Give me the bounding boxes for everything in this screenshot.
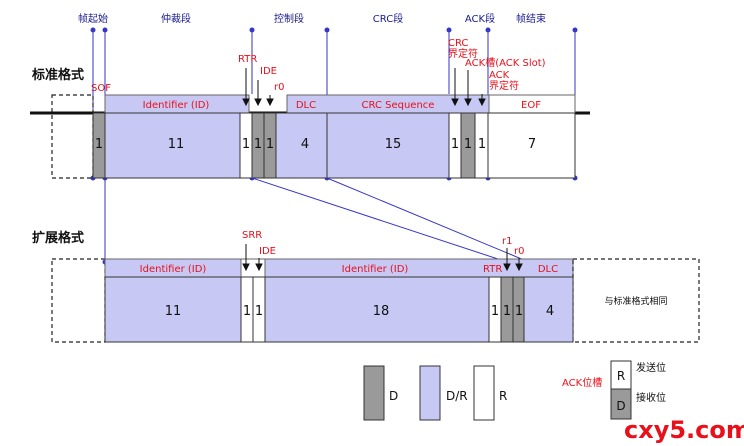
ext-rtr-count: 1 — [491, 304, 499, 319]
ext-ide-count: 1 — [255, 304, 263, 319]
std-idle-region — [51, 94, 94, 179]
legend-send-bit-label: 发送位 — [636, 361, 666, 374]
std-crc-delimiter-count: 1 — [451, 137, 459, 152]
std-ack-slot-label: ACK槽(ACK Slot) — [465, 56, 546, 69]
ext-r0-count: 1 — [515, 304, 523, 319]
standard-frame: SOF Identifier (ID) RTR IDE r0 DLC CRC S… — [30, 38, 590, 179]
std-identifier-label: Identifier (ID) — [143, 100, 210, 111]
ext-srr-count: 1 — [243, 304, 251, 319]
extended-frame: Identifier (ID) SRR IDE Identifier (ID) … — [51, 230, 700, 343]
legend-recv-box-letter: D — [616, 399, 625, 413]
std-identifier-field — [104, 112, 250, 179]
ext-pointer-arrows — [242, 244, 523, 272]
ext-idle-region — [51, 258, 106, 343]
std-dlc-count: 4 — [301, 137, 309, 152]
header-ack: ACK段 — [465, 12, 495, 25]
ext-dlc-label: DLC — [538, 264, 558, 275]
ext-r1-count: 1 — [503, 304, 511, 319]
ext-id2-header — [264, 258, 574, 278]
ext-identifier2-field — [264, 276, 490, 343]
legend-recv-bit-label: 接收位 — [636, 391, 666, 404]
std-crc-field — [326, 112, 450, 179]
std-crc-count: 15 — [385, 137, 402, 152]
ext-identifier1-count: 11 — [165, 304, 182, 319]
ext-r1-label: r1 — [502, 236, 512, 247]
ext-identifier1-field — [104, 276, 242, 343]
std-dlc-label: DLC — [296, 100, 316, 111]
std-r0-count: 1 — [266, 137, 274, 152]
watermark: cxy5.com — [624, 416, 744, 444]
frame-connector-lines — [251, 177, 525, 261]
std-rtr-count: 1 — [242, 137, 250, 152]
std-r0-label: r0 — [274, 82, 284, 93]
ext-same-as-standard-label: 与标准格式相同 — [604, 295, 667, 307]
std-rtr-label: RTR — [238, 54, 257, 65]
std-ide-label: IDE — [260, 66, 277, 77]
legend-dr-swatch — [419, 365, 441, 421]
legend-ack-bit-label: ACK位槽 — [562, 376, 602, 389]
legend-recv-box — [610, 388, 632, 420]
ext-same-region — [572, 258, 700, 343]
std-ide-count: 1 — [254, 137, 262, 152]
standard-format-label: 标准格式 — [31, 67, 84, 83]
legend-send-box-letter: R — [617, 369, 625, 383]
ext-identifier2-count: 18 — [373, 304, 390, 319]
ext-ide-label: IDE — [259, 246, 276, 257]
std-eof-field — [487, 112, 576, 179]
legend-d-label: D — [389, 389, 398, 403]
ext-dlc-field — [523, 276, 574, 343]
ext-dlc-count: 4 — [546, 304, 554, 319]
ext-identifier2-label: Identifier (ID) — [342, 264, 409, 275]
std-eof-label: EOF — [521, 100, 541, 111]
header-eof: 帧结束 — [516, 12, 546, 25]
std-ack-slot-count: 1 — [464, 137, 472, 152]
std-eof-count: 7 — [528, 137, 536, 152]
std-ack-delimiter-count: 1 — [478, 137, 486, 152]
legend-dr-label: D/R — [446, 389, 468, 403]
ext-r0-label: r0 — [514, 246, 524, 257]
std-dlc-field — [275, 112, 328, 179]
ext-rtr-label: RTR — [483, 264, 502, 275]
extended-format-label: 扩展格式 — [32, 230, 84, 246]
legend-r-swatch — [473, 365, 495, 421]
ext-identifier1-label: Identifier (ID) — [140, 264, 207, 275]
legend: D D/R R ACK位槽 R D 发送位 接收位 — [363, 360, 666, 421]
header-sof: 帧起始 — [78, 12, 108, 25]
std-crc-label: CRC Sequence — [362, 100, 435, 111]
legend-d-swatch — [363, 365, 385, 421]
ext-srr-label: SRR — [242, 230, 262, 241]
header-crc: CRC段 — [373, 12, 403, 25]
header-arbitration: 仲裁段 — [161, 12, 191, 25]
std-sof-label: SOF — [91, 83, 111, 94]
std-sof-count: 1 — [95, 137, 103, 152]
legend-r-label: R — [499, 389, 507, 403]
std-identifier-count: 11 — [168, 137, 185, 152]
header-control: 控制段 — [274, 12, 304, 25]
std-pointer-arrows — [242, 68, 486, 107]
